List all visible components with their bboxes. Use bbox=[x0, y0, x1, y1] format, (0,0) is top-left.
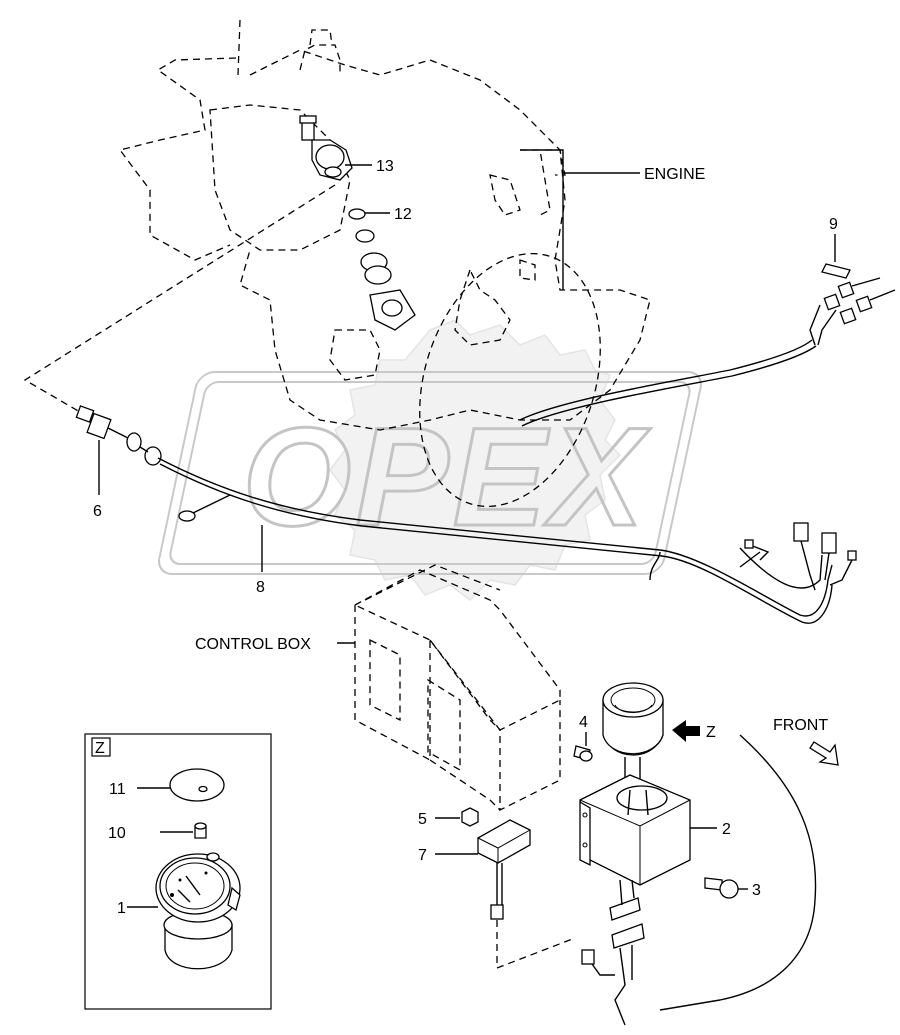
control-box-outline bbox=[337, 564, 561, 812]
callout-10: 10 bbox=[108, 825, 126, 842]
sender-connection-line bbox=[23, 184, 336, 413]
cover-disc-11 bbox=[137, 768, 225, 802]
view-z-arrow-icon bbox=[672, 720, 700, 742]
bulb-10 bbox=[160, 822, 207, 839]
control-box-label: CONTROL BOX bbox=[195, 636, 311, 653]
callout-1: 1 bbox=[117, 900, 126, 917]
harness-connectors bbox=[739, 522, 857, 591]
bolt-4 bbox=[573, 732, 593, 762]
callout-9: 9 bbox=[829, 216, 838, 233]
relay-7 bbox=[435, 819, 531, 920]
view-z-label: Z bbox=[706, 724, 716, 741]
callout-12: 12 bbox=[394, 206, 412, 223]
engine-outline bbox=[118, 19, 651, 508]
callout-3: 3 bbox=[752, 882, 761, 899]
nut-5 bbox=[435, 807, 479, 827]
watermark-text: OPEX bbox=[242, 398, 651, 555]
callout-8: 8 bbox=[256, 579, 265, 596]
front-arrow-icon bbox=[809, 741, 839, 766]
engine-label: ENGINE bbox=[644, 166, 705, 183]
connector-9 bbox=[809, 234, 896, 346]
callout-13: 13 bbox=[376, 158, 394, 175]
gauge-assembly bbox=[602, 682, 664, 790]
bolt-3 bbox=[704, 877, 748, 899]
detail-z-label: Z bbox=[95, 740, 105, 757]
callout-6: 6 bbox=[93, 503, 102, 520]
callout-5: 5 bbox=[418, 811, 427, 828]
bracket-2 bbox=[579, 774, 717, 886]
callout-7: 7 bbox=[418, 847, 427, 864]
connector-6 bbox=[75, 405, 162, 495]
opex-watermark: OPEX bbox=[158, 319, 702, 601]
wire-harness-8 bbox=[157, 339, 833, 624]
gauge-1 bbox=[127, 852, 241, 970]
lower-connectors bbox=[496, 734, 817, 1026]
callout-4: 4 bbox=[579, 714, 588, 731]
front-label: FRONT bbox=[773, 717, 828, 734]
callout-2: 2 bbox=[722, 821, 731, 838]
temperature-sender bbox=[299, 115, 416, 331]
callout-11: 11 bbox=[109, 781, 126, 798]
